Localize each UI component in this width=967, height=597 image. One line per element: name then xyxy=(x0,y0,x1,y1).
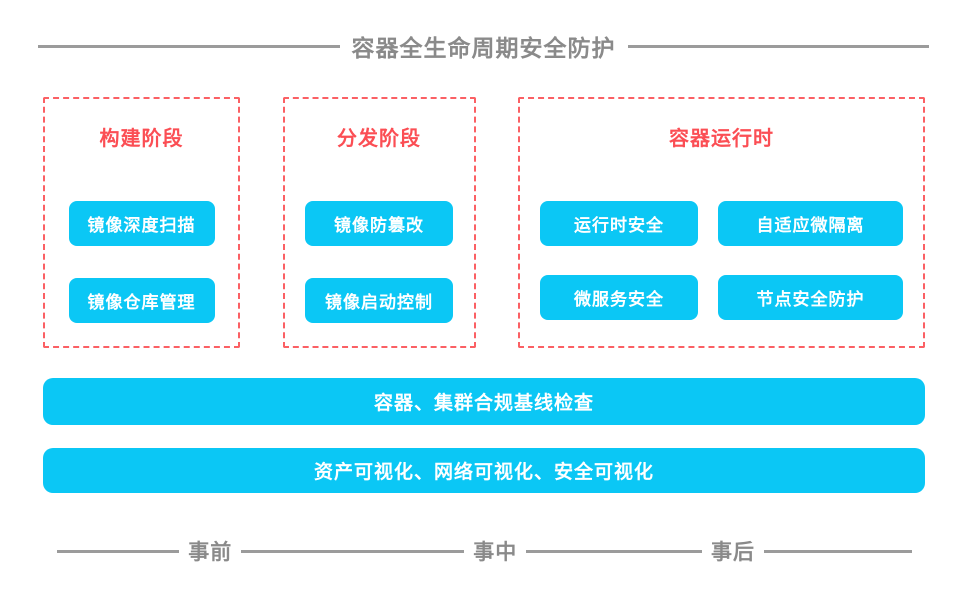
title-divider-right xyxy=(627,44,929,48)
capability-image-registry-management: 镜像仓库管理 xyxy=(68,278,215,323)
timeline-line-2 xyxy=(241,549,465,553)
title-divider-left xyxy=(38,44,340,48)
bar-visibility: 资产可视化、网络可视化、安全可视化 xyxy=(43,448,925,493)
timeline-label-during: 事中 xyxy=(473,541,518,564)
timeline-label-after: 事后 xyxy=(711,541,756,564)
capability-image-anti-tamper: 镜像防篡改 xyxy=(305,201,453,246)
phase-title-build: 构建阶段 xyxy=(99,128,184,150)
phase-items-build: 镜像深度扫描 镜像仓库管理 xyxy=(68,201,215,323)
timeline-row: 事前 事中 事后 xyxy=(57,535,913,567)
timeline-line-3 xyxy=(526,549,703,553)
phase-items-runtime: 运行时安全 自适应微隔离 微服务安全 节点安全防护 xyxy=(540,201,903,320)
phase-box-runtime: 容器运行时 运行时安全 自适应微隔离 微服务安全 节点安全防护 xyxy=(518,97,925,348)
phase-box-distribution: 分发阶段 镜像防篡改 镜像启动控制 xyxy=(282,97,476,348)
diagram-title: 容器全生命周期安全防护 xyxy=(351,35,616,61)
phase-title-distribution: 分发阶段 xyxy=(337,128,421,150)
phases-row: 构建阶段 镜像深度扫描 镜像仓库管理 分发阶段 镜像防篡改 镜像启动控制 容器运… xyxy=(43,97,925,348)
capability-image-startup-control: 镜像启动控制 xyxy=(305,278,453,323)
capability-image-deep-scan: 镜像深度扫描 xyxy=(68,201,215,246)
capability-runtime-security: 运行时安全 xyxy=(540,201,698,246)
timeline-line-1 xyxy=(57,549,180,553)
phase-items-distribution: 镜像防篡改 镜像启动控制 xyxy=(305,201,453,323)
bar-compliance-baseline-check: 容器、集群合规基线检查 xyxy=(43,378,925,425)
capability-microservice-security: 微服务安全 xyxy=(540,275,698,320)
phase-title-runtime: 容器运行时 xyxy=(669,128,774,150)
capability-adaptive-microsegmentation: 自适应微隔离 xyxy=(718,201,903,246)
timeline-label-before: 事前 xyxy=(188,541,233,564)
capability-node-security-protection: 节点安全防护 xyxy=(718,275,903,320)
diagram-title-row: 容器全生命周期安全防护 xyxy=(38,31,929,61)
timeline-line-4 xyxy=(764,549,913,553)
phase-box-build: 构建阶段 镜像深度扫描 镜像仓库管理 xyxy=(43,97,240,348)
